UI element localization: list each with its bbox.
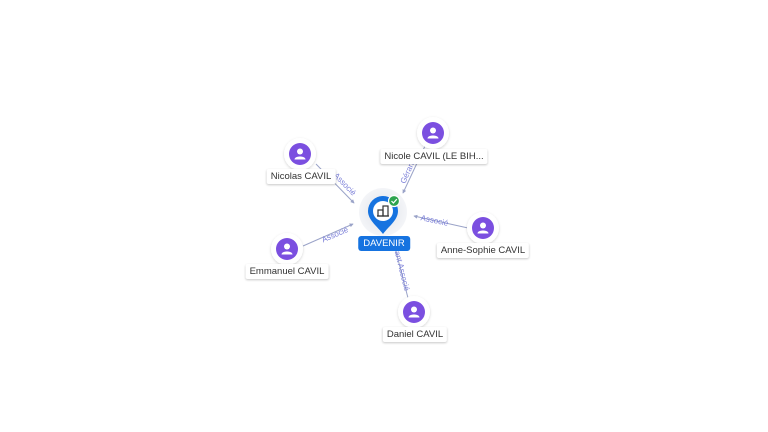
- person-node-daniel[interactable]: [398, 296, 430, 328]
- company-node[interactable]: [359, 188, 407, 236]
- check-icon: [387, 194, 401, 208]
- person-node-nicolas[interactable]: [284, 138, 316, 170]
- person-icon: [408, 306, 420, 318]
- edge-anne-sophie: [413, 214, 469, 229]
- person-icon: [477, 222, 489, 234]
- person-icon: [294, 148, 306, 160]
- person-node-nicole[interactable]: [417, 117, 449, 149]
- person-label-daniel[interactable]: Daniel CAVIL: [382, 327, 448, 342]
- person-icon: [281, 243, 293, 255]
- company-label[interactable]: DAVENIR: [358, 236, 410, 251]
- person-node-anne-sophie[interactable]: [467, 212, 499, 244]
- person-icon: [427, 127, 439, 139]
- building-icon: [377, 205, 389, 217]
- edge-label-emmanuel: Associé: [320, 225, 350, 244]
- person-label-anne-sophie[interactable]: Anne-Sophie CAVIL: [436, 243, 530, 258]
- person-node-emmanuel[interactable]: [271, 233, 303, 265]
- edge-emmanuel: [302, 223, 354, 247]
- person-label-nicolas[interactable]: Nicolas CAVIL: [266, 169, 336, 184]
- edge-label-anne-sophie: Associé: [420, 213, 450, 228]
- person-nodes: [271, 117, 499, 328]
- person-label-emmanuel[interactable]: Emmanuel CAVIL: [245, 264, 329, 279]
- person-label-nicole[interactable]: Nicole CAVIL (LE BIH...: [380, 149, 488, 164]
